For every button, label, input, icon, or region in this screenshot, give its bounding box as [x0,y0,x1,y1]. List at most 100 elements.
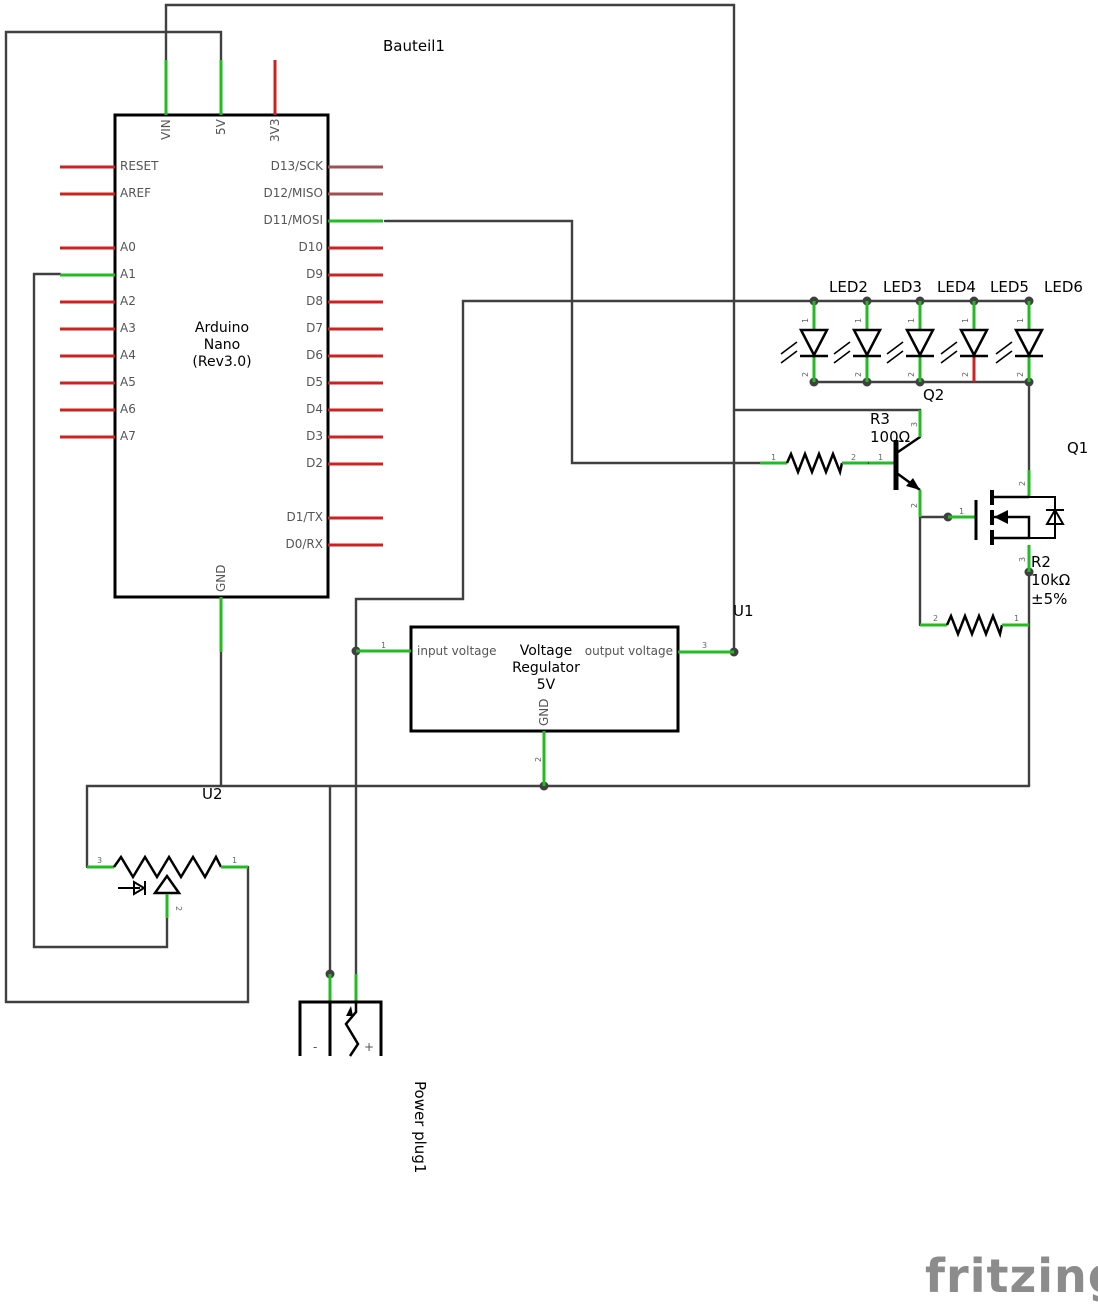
pin-label-a1: A1 [120,267,136,281]
regulator-label: U1 [733,602,754,620]
led-4[interactable]: LED4 1 2 [886,278,976,382]
pin-label-gnd: GND [214,564,228,592]
led-pin-number: 2 [1016,372,1025,377]
arduino-name-line1: Arduino [195,320,249,336]
wire-vin-to-leds[interactable] [354,299,1031,653]
mosfet-q1[interactable]: Q1 1 2 3 [948,439,1088,572]
led-array[interactable]: LED2 1 2 LED3 1 2 LED4 [780,278,1083,382]
regulator-pin-number: 2 [534,757,543,762]
q1-arrow [994,510,1008,524]
potentiometer-u2[interactable]: U2 3 1 2 [87,785,248,918]
plug-spring-contact [344,1002,360,1057]
pot-zigzag [112,854,223,880]
q1-label: Q1 [1067,439,1088,457]
r2-pin-number: 2 [933,614,938,623]
led-triangle [1013,328,1045,358]
q2-pin-number: 2 [910,503,919,508]
led-2[interactable]: LED2 1 2 [780,278,868,382]
voltage-regulator-u1[interactable]: U1 Voltage Regulator 5V input voltage ou… [356,602,754,786]
led-pin-number: 1 [907,318,916,323]
regulator-input-label: input voltage [417,644,497,658]
resistor-r2[interactable]: R2 10kΩ ±5% 2 1 [920,553,1070,639]
pin-label-reset: RESET [120,159,159,173]
pin-label-d3: D3 [306,429,323,443]
wire-a1-to-pot-wiper[interactable] [32,272,169,949]
plug-switch-arrow [346,1006,353,1016]
arduino-title: Bauteil1 [383,37,445,55]
led-pin-number: 1 [1016,318,1025,323]
pot-pin-number: 1 [232,856,237,865]
fritzing-logo: fritzing [925,1249,1098,1303]
pin-label-d8: D8 [306,294,323,308]
led-emission-arrow [995,341,1013,355]
arduino-nano[interactable]: Bauteil1 Arduino Nano (Rev3.0) VIN 5V 3V… [60,37,445,652]
pin-label-d9: D9 [306,267,323,281]
wire-vin-to-5v-rail[interactable] [164,3,736,654]
q2-pin-number: 1 [878,453,883,462]
r2-pin-number: 1 [1014,614,1019,623]
led-pin-number: 1 [801,318,810,323]
led-triangle [904,328,936,358]
regulator-pin-number: 1 [381,641,386,650]
pot-wiper-arrow [152,873,182,895]
r2-name: R2 [1031,553,1051,571]
regulator-title-line3: 5V [537,677,556,693]
pin-label-d12: D12/MISO [263,186,323,200]
r3-zigzag [785,450,844,477]
led-emission-arrow [886,341,904,355]
q1-pin-number: 1 [959,507,964,516]
arduino-name-line3: (Rev3.0) [192,354,251,370]
wire-d11-to-r3[interactable] [383,219,762,465]
led-triangle [958,328,990,358]
q1-pin-number: 2 [1018,481,1027,486]
q1-body-diode-loop [1029,496,1056,539]
pin-label-a4: A4 [120,348,136,362]
pot-label: U2 [202,785,223,803]
led-label: LED5 [990,278,1029,296]
led-3[interactable]: LED3 1 2 [833,278,922,382]
q1-pin-number: 3 [1018,557,1027,562]
pin-label-a6: A6 [120,402,136,416]
led-emission-arrow [886,350,904,364]
plug-label: Power plug1 [411,1081,429,1173]
led-pin-number: 2 [961,372,970,377]
pin-label-d1: D1/TX [287,510,323,524]
wire-gnd-bus[interactable] [85,784,1031,869]
plug-body [298,1000,383,1056]
r2-value: 10kΩ [1031,571,1070,589]
pin-label-d10: D10 [298,240,323,254]
wire-5v-to-pot[interactable] [4,30,250,1004]
r2-tolerance: ±5% [1031,590,1067,608]
led-label: LED3 [883,278,922,296]
r3-pin-number: 1 [771,453,776,462]
pin-label-d7: D7 [306,321,323,335]
led-6[interactable]: LED6 1 2 [995,278,1083,382]
regulator-gnd-label: GND [537,698,551,726]
led-pin-number: 1 [854,318,863,323]
r2-zigzag [945,612,1004,639]
plug-minus-label: - [313,1040,317,1054]
led-label: LED4 [937,278,976,296]
resistor-r3[interactable]: R3 100Ω 1 2 [760,410,910,477]
pot-wiper-symbol-head [133,880,146,896]
led-5[interactable]: LED5 1 2 [940,278,1029,382]
q1-source-line [992,515,1031,540]
q2-emitter-arrow [906,478,920,490]
pin-label-d4: D4 [306,402,323,416]
pot-pin-number: 3 [97,856,102,865]
q2-collector-line [897,435,921,454]
led-emission-arrow [780,350,798,364]
regulator-pin-number: 3 [702,641,707,650]
q1-body-diode [1045,507,1065,525]
led-emission-arrow [833,350,851,364]
led-pin-number: 1 [961,318,970,323]
right-pin-group: D13/SCK D12/MISO D11/MOSI D10 D9 D8 D7 D… [263,159,383,551]
led-pin-number: 2 [854,372,863,377]
transistor-q2[interactable]: Q2 1 3 2 [869,386,944,517]
pin-label-a3: A3 [120,321,136,335]
pin-label-aref: AREF [120,186,151,200]
pin-label-vin: VIN [159,119,173,140]
power-plug[interactable]: - + Power plug1 [298,974,429,1173]
regulator-title-line1: Voltage [520,643,573,659]
